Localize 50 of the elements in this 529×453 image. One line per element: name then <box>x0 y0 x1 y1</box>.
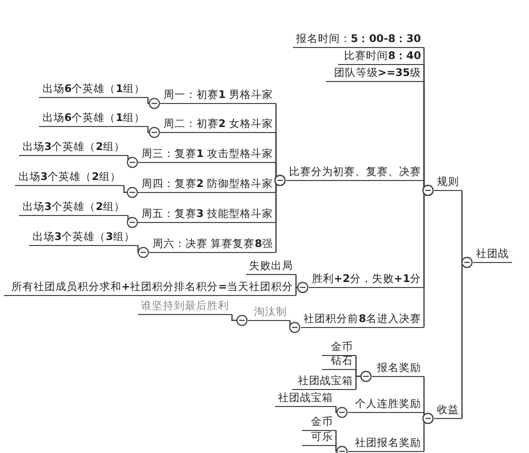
topic-text: 可乐 <box>302 430 336 446</box>
branch-line <box>274 174 286 252</box>
branch-line <box>335 445 348 453</box>
branch-line <box>231 314 248 326</box>
topic-text: 金币 <box>302 415 336 431</box>
branch-line <box>289 320 300 333</box>
topic-text: 胜利+2分，失败+1分 <box>308 272 424 288</box>
topic-text: 谁坚持到最后胜利 <box>138 299 232 315</box>
branch-line <box>422 184 434 328</box>
branch-line <box>126 215 138 228</box>
topic-text: 个人连胜奖励 <box>348 397 424 413</box>
branch-line <box>335 406 348 418</box>
topic-text: 报名时间：5：00-8：30 <box>292 32 424 48</box>
topic-text: 比赛分为初赛、复赛、决赛 <box>286 165 424 181</box>
topic-text: 出场3个英雄（3组） <box>29 230 138 246</box>
branch-line <box>355 370 372 390</box>
topic-text: 社团战宝箱 <box>275 391 336 407</box>
topic-text: 周五：复赛3 技能型格斗家 <box>138 207 276 223</box>
branch-line <box>422 412 434 452</box>
topic-text: 社团积分前8名进入决赛 <box>300 312 424 328</box>
topic-text: 比赛时间8：40 <box>338 49 424 65</box>
topic-text: 周三：复赛1 攻击型格斗家 <box>138 147 276 163</box>
branch-line <box>126 155 138 168</box>
topic-text: 周六：决赛 算赛复赛8强 <box>149 237 276 253</box>
branch-line <box>137 245 149 258</box>
topic-text: 失败出局 <box>246 259 296 275</box>
branch-line <box>461 256 473 418</box>
topic-text: 出场3个英雄（2组） <box>19 140 128 156</box>
branch-line <box>123 185 138 198</box>
topic-text: 社团报名奖励 <box>348 436 424 452</box>
branch-line <box>147 97 160 109</box>
topic-text: 出场6个英雄（1组） <box>39 82 148 98</box>
topic-text: 金币 <box>322 340 356 356</box>
branch-line <box>147 126 160 138</box>
topic-text: 社团战宝箱 <box>292 374 356 390</box>
topic-text: 出场3个英雄（2组） <box>19 200 128 216</box>
topic-text: 所有社团成员积分求和+社团积分排名积分=当天社团积分 <box>4 280 296 296</box>
topic-text: 社团战 <box>473 247 512 263</box>
topic-text: 淘汰制 <box>248 305 290 321</box>
topic-text: 周二：初赛2 女格斗家 <box>160 117 276 133</box>
topic-text: 团队等级>=35级 <box>326 66 424 82</box>
topic-text: 周一：初赛1 男格斗家 <box>160 88 276 104</box>
topic-text: 出场6个英雄（1组） <box>39 111 148 127</box>
topic-text: 规则 <box>434 175 462 191</box>
topic-text: 报名奖励 <box>372 361 424 377</box>
topic-text: 钻石 <box>322 354 356 370</box>
branch-line <box>295 282 308 296</box>
topic-text: 收益 <box>434 403 462 419</box>
topic-text: 周四：复赛2 防御型格斗家 <box>138 177 276 193</box>
topic-text: 出场3个英雄（2组） <box>15 170 124 186</box>
